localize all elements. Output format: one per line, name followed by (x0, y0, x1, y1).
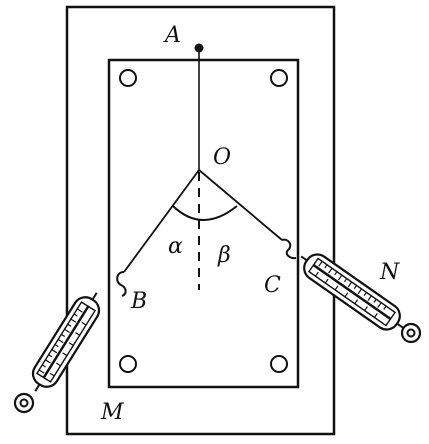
label-o: O (213, 145, 231, 170)
outer-board (65, 5, 336, 436)
tack-bottom-left (119, 355, 137, 373)
spring-scale-m (31, 292, 101, 392)
spring-scale-m-ring (13, 392, 35, 414)
label-beta: β (217, 243, 231, 268)
hook-b (116, 271, 127, 297)
string-ob (123, 169, 200, 273)
label-m: M (100, 400, 124, 425)
tack-top-right (270, 69, 288, 87)
label-a: A (163, 23, 181, 48)
angle-arc (172, 205, 238, 221)
hook-c (281, 238, 297, 260)
string-oc (198, 169, 283, 241)
label-c: C (264, 273, 281, 298)
tack-top-left (119, 69, 137, 87)
tack-bottom-right (270, 355, 288, 373)
spring-scale-n-ring (400, 322, 422, 344)
label-alpha: α (168, 234, 183, 259)
spring-scale-n (300, 253, 404, 331)
label-b: B (130, 289, 147, 314)
label-n: N (379, 260, 400, 285)
inner-paper (107, 58, 300, 389)
